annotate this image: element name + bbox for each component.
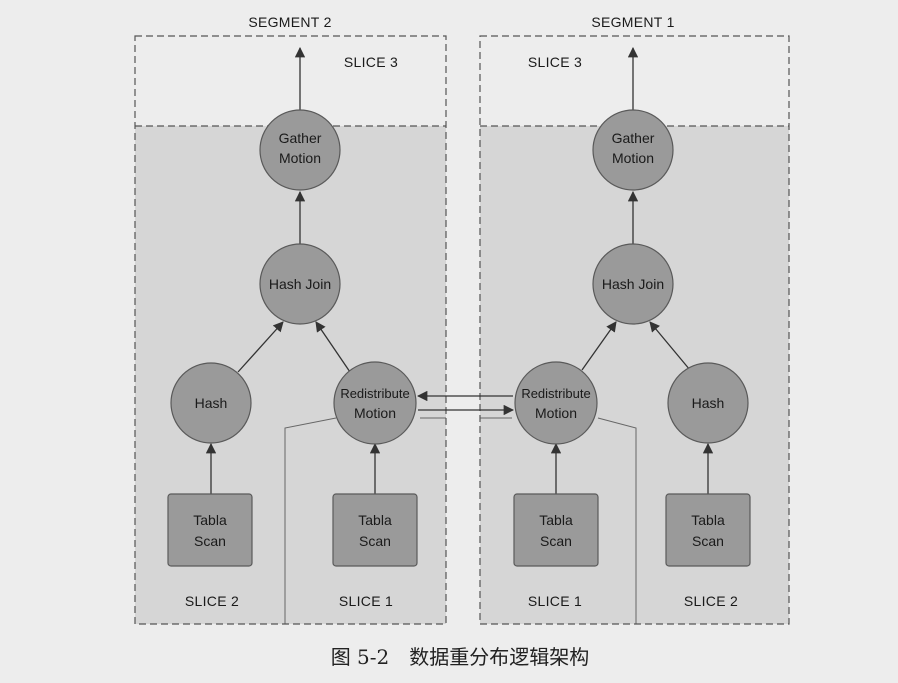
segment-1-hash-node [667,362,749,444]
segment-1-scan-left-label-1: Tabla [539,512,573,528]
segment-1-slice-2-label: SLICE 2 [684,593,738,609]
segment-1-redistribute-label-1: Redistribute [521,386,590,401]
segment-2-hash-node [170,362,252,444]
segment-1-arrow-redistribute-to-join [581,321,617,371]
segment-2-group: Gather Motion Hash Join Hash Redistribut… [134,14,447,625]
segment-1-slice-1-label: SLICE 1 [528,593,582,609]
segment-1-hash-label: Hash [692,395,725,411]
segment-2-scan-right-label-2: Scan [359,533,391,549]
segment-2-arrow-redistribute-to-join [315,321,351,373]
segment-2-redistribute-label-2: Motion [354,405,396,421]
segment-2-slice-1-label: SLICE 1 [339,593,393,609]
segment-2-hash-join-node [259,243,341,325]
segment-1-gather-motion-node [592,109,674,191]
segment-1-hash-join-label: Hash Join [602,276,664,292]
segment-2-slice-2-label: SLICE 2 [185,593,239,609]
segment-1-gather-label-2: Motion [612,150,654,166]
segment-1-redistribute-motion-node [514,361,598,445]
segment-1-scan-left-label-2: Scan [540,533,572,549]
segment-1-group: Gather Motion Hash Join Redistribute Mot… [479,14,790,625]
segment-1-gather-label-1: Gather [612,130,655,146]
segment-2-scan-left-label-1: Tabla [193,512,227,528]
segment-1-slice-3-label: SLICE 3 [528,54,582,70]
segment-1-slice-1-boundary [480,417,637,624]
segment-2-hash-label: Hash [195,395,228,411]
segment-1-title: SEGMENT 1 [591,14,674,30]
segment-2-table-scan-right [332,493,418,567]
segment-1-redistribute-label-2: Motion [535,405,577,421]
segment-1-scan-right-label-1: Tabla [691,512,725,528]
segment-1-table-scan-right [665,493,751,567]
segment-2-slice-3-label: SLICE 3 [344,54,398,70]
segment-2-gather-label-1: Gather [279,130,322,146]
segment-2-table-scan-left [167,493,253,567]
segment-1-table-scan-left [513,493,599,567]
segment-1-scan-right-label-2: Scan [692,533,724,549]
segment-2-hash-join-label: Hash Join [269,276,331,292]
segment-2-gather-label-2: Motion [279,150,321,166]
segment-2-redistribute-motion-node [333,361,417,445]
segment-2-slice-1-boundary [284,417,446,624]
segment-2-scan-right-label-1: Tabla [358,512,392,528]
segment-2-border [134,35,447,625]
segment-1-hash-join-node [592,243,674,325]
segment-2-arrow-hash-to-join [237,321,284,373]
segment-1-border [479,35,790,625]
segment-2-title: SEGMENT 2 [248,14,331,30]
segment-2-redistribute-label-1: Redistribute [340,386,409,401]
segment-2-gather-motion-node [259,109,341,191]
segment-2-scan-left-label-2: Scan [194,533,226,549]
figure-caption: 图 5-2 数据重分布逻辑架构 [331,645,590,669]
segment-1-arrow-hash-to-join [649,321,691,371]
